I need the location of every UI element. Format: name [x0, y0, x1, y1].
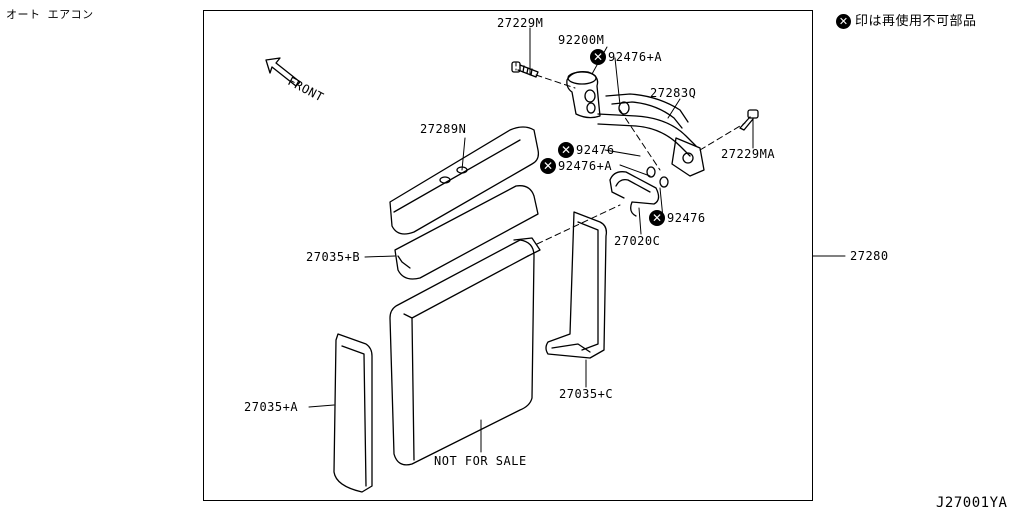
page-title: オート エアコン: [6, 8, 94, 21]
label-27229ma: 27229MA: [721, 147, 776, 161]
x-circle-icon: ✕: [590, 49, 606, 65]
callout-92476-low: ✕ 92476: [649, 210, 706, 226]
label-27020c: 27020C: [614, 234, 661, 248]
label-92476a-top: 92476+A: [608, 50, 663, 64]
label-27289n: 27289N: [420, 122, 467, 136]
not-for-sale-label: NOT FOR SALE: [434, 454, 527, 468]
label-27035a: 27035+A: [244, 400, 299, 414]
x-circle-icon: ✕: [836, 14, 851, 29]
label-92476-mid: 92476: [576, 143, 615, 157]
seal-27035b: [394, 185, 539, 280]
legend: ✕ 印は再使用不可部品: [836, 14, 977, 29]
evaporator-core: [389, 237, 541, 466]
x-circle-icon: ✕: [649, 210, 665, 226]
front-arrow-icon: [265, 57, 301, 87]
o-rings: [618, 101, 669, 188]
cover-27289n: [389, 126, 540, 235]
legend-text: 印は再使用不可部品: [855, 13, 977, 29]
seal-27035c: [545, 211, 608, 359]
leader-lines: [308, 27, 846, 453]
diagram-frame: [203, 10, 813, 501]
x-circle-icon: ✕: [558, 142, 574, 158]
label-27283q: 27283Q: [650, 86, 697, 100]
callout-92476a-top: ✕ 92476+A: [590, 49, 662, 65]
diagram-id: J27001YA: [936, 495, 1008, 511]
label-92476a-mid: 92476+A: [558, 159, 613, 173]
clamp-27020c: [609, 171, 660, 217]
bolt-27229ma: [739, 109, 759, 131]
bolt-27229m: [511, 61, 539, 78]
seal-27035a: [333, 333, 373, 493]
expansion-valve-92200m: [566, 71, 601, 119]
pipe-27283q: [597, 93, 705, 177]
callout-92476-mid: ✕ 92476: [558, 142, 615, 158]
label-27035c: 27035+C: [559, 387, 614, 401]
label-27229m: 27229M: [497, 16, 544, 30]
assembly-lines: [535, 74, 746, 245]
callout-92476a-mid: ✕ 92476+A: [540, 158, 612, 174]
label-92476-low: 92476: [667, 211, 706, 225]
label-27280: 27280: [850, 249, 889, 263]
label-92200m: 92200M: [558, 33, 605, 47]
x-circle-icon: ✕: [540, 158, 556, 174]
label-27035b: 27035+B: [306, 250, 361, 264]
